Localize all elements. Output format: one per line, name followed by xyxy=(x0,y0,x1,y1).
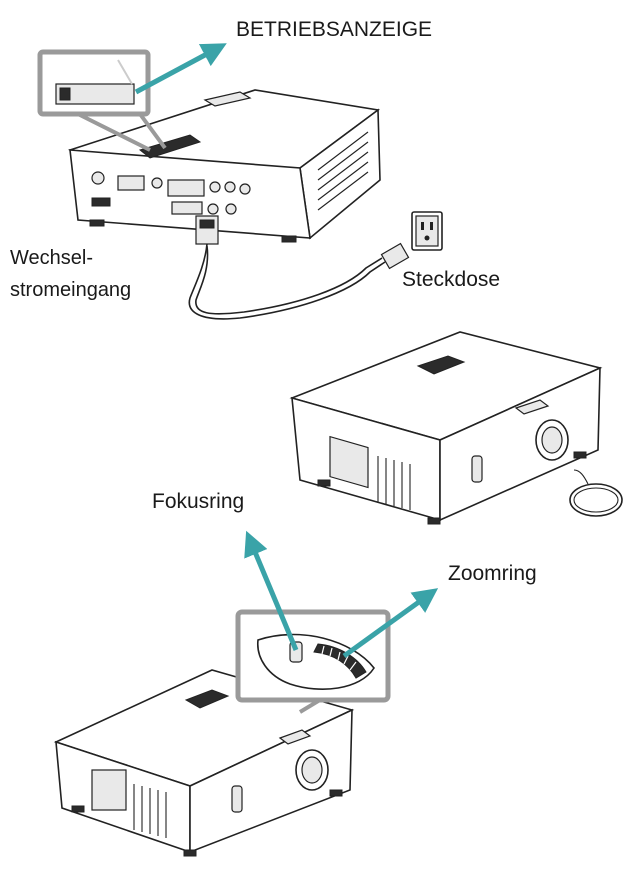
projector-rear-view xyxy=(68,89,381,243)
focus-ring-label: Fokusring xyxy=(152,490,244,513)
ac-inlet-label-line1: Wechsel- xyxy=(10,247,93,269)
ac-inlet-label-line2: stromeingang xyxy=(10,279,131,301)
outlet-label: Steckdose xyxy=(402,268,500,291)
zoom-ring-arrow xyxy=(342,588,439,659)
zoom-ring-label: Zoomring xyxy=(448,562,537,585)
power-cord xyxy=(188,215,410,320)
indicator-callout xyxy=(37,49,167,152)
focus-ring-arrow xyxy=(244,530,299,651)
lens-cap xyxy=(569,469,623,517)
wall-outlet xyxy=(411,211,443,251)
projector-front-view xyxy=(289,331,603,525)
indicator-label: BETRIEBSANZEIGE xyxy=(236,18,432,41)
indicator-arrow xyxy=(134,43,227,95)
lens-callout xyxy=(235,609,391,714)
